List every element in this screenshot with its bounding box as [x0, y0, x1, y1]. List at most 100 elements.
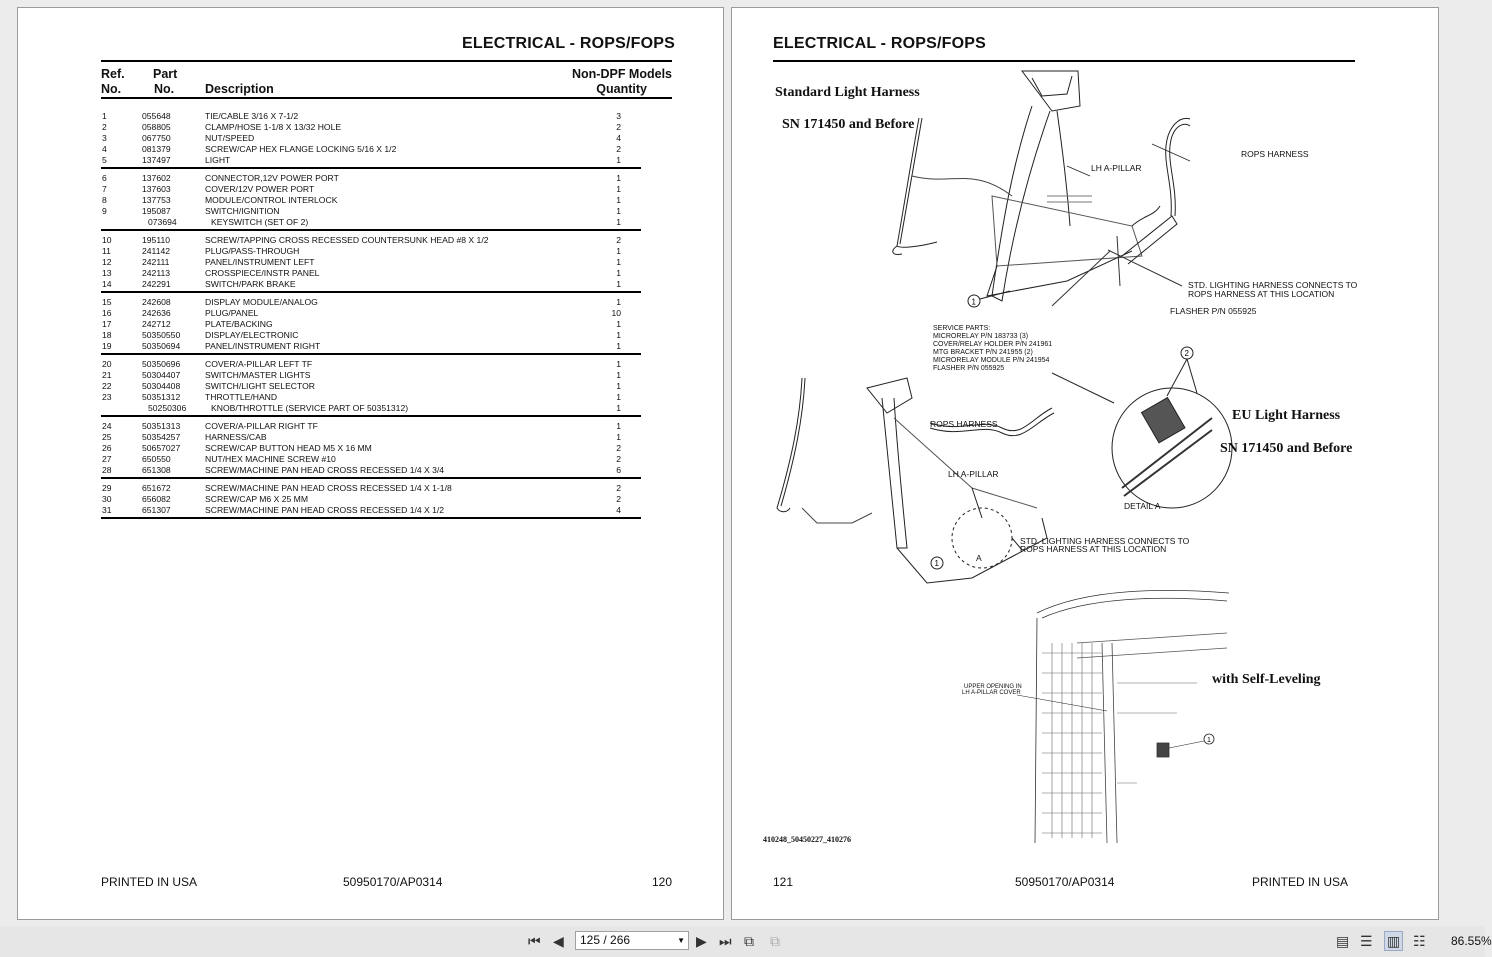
part-quantity: 1 [616, 392, 621, 402]
chevron-down-icon: ▼ [677, 936, 685, 945]
single-page-icon[interactable]: ▤ [1336, 933, 1350, 949]
part-description: PLUG/PANEL [205, 308, 259, 318]
part-number: 50304408 [142, 381, 181, 391]
part-number: 50351313 [142, 421, 181, 431]
part-number: 650550 [142, 454, 171, 464]
std-connects-callout-2-line1: STD. LIGHTING HARNESS CONNECTS TO [1020, 536, 1190, 546]
part-description: SCREW/CAP BUTTON HEAD M5 X 16 MM [205, 443, 372, 453]
part-number: 242291 [142, 279, 171, 289]
part-quantity: 4 [616, 505, 621, 515]
part-quantity: 1 [616, 155, 621, 165]
detail-a-label: DETAIL A [1124, 501, 1161, 511]
part-quantity: 1 [616, 217, 621, 227]
ref-number: 12 [102, 257, 112, 267]
zoom-level[interactable]: 86.55% [1451, 934, 1492, 948]
part-description: THROTTLE/HAND [205, 392, 278, 402]
rops-harness-callout-2: ROPS HARNESS [930, 419, 998, 429]
part-number: 137753 [142, 195, 171, 205]
go-forward-view-icon[interactable]: ⧉ [770, 933, 780, 949]
last-page-icon[interactable]: ⏭ [719, 933, 732, 949]
part-number: 195087 [142, 206, 171, 216]
part-description: NUT/HEX MACHINE SCREW #10 [205, 454, 336, 464]
part-quantity: 1 [616, 184, 621, 194]
part-quantity: 2 [616, 443, 621, 453]
ref-number: 26 [102, 443, 112, 453]
detail-a-marker: A [976, 553, 982, 563]
part-quantity: 6 [616, 465, 621, 475]
part-description: SWITCH/MASTER LIGHTS [205, 370, 311, 380]
next-page-icon[interactable]: ▶ [696, 933, 707, 949]
part-number: 242608 [142, 297, 171, 307]
part-number: 081379 [142, 144, 171, 154]
part-quantity: 1 [616, 330, 621, 340]
std-connects-callout-line2: ROPS HARNESS AT THIS LOCATION [1188, 289, 1335, 299]
part-number: 137603 [142, 184, 171, 194]
part-number: 073694 [148, 217, 177, 227]
ref-number: 27 [102, 454, 112, 464]
ref-number: 29 [102, 483, 112, 493]
service-parts-block: SERVICE PARTS: MICRORELAY P/N 183733 (3)… [933, 325, 1052, 373]
lh-a-pillar-callout: LH A-PILLAR [1091, 163, 1142, 173]
part-quantity: 2 [616, 483, 621, 493]
part-number: 651307 [142, 505, 171, 515]
ref-number: 9 [102, 206, 107, 216]
part-quantity: 1 [616, 432, 621, 442]
part-quantity: 1 [616, 206, 621, 216]
header-rule [101, 97, 672, 99]
ref-number: 31 [102, 505, 112, 515]
part-description: PLUG/PASS-THROUGH [205, 246, 300, 256]
page-selector[interactable]: 125 / 266 ▼ [575, 931, 689, 950]
service-parts-line: COVER/RELAY HOLDER P/N 241961 [933, 341, 1053, 348]
ref-number: 24 [102, 421, 112, 431]
part-number: 242113 [142, 268, 171, 278]
part-quantity: 2 [616, 494, 621, 504]
ref-number: 5 [102, 155, 107, 165]
part-description: COVER/A-PILLAR LEFT TF [205, 359, 313, 369]
footer-doc-number: 50950170/AP0314 [343, 875, 443, 889]
part-number: 137602 [142, 173, 171, 183]
part-description: PANEL/INSTRUMENT RIGHT [205, 341, 321, 351]
page-title: ELECTRICAL - ROPS/FOPS [462, 35, 676, 52]
continuous-page-icon[interactable]: ☰ [1360, 933, 1373, 949]
footer-doc-number: 50950170/AP0314 [1015, 875, 1115, 889]
continuous-facing-icon[interactable]: ☷ [1413, 933, 1426, 949]
upper-opening-callout-line1: UPPER OPENING IN [964, 684, 1022, 690]
part-quantity: 4 [616, 133, 621, 143]
first-page-icon[interactable]: ⏮ [528, 933, 541, 949]
part-quantity: 1 [616, 403, 621, 413]
go-back-view-icon[interactable]: ⧉ [744, 933, 754, 949]
service-parts-line: FLASHER P/N 055925 [933, 365, 1005, 372]
part-description: SCREW/CAP M6 X 25 MM [205, 494, 308, 504]
part-quantity: 1 [616, 319, 621, 329]
part-number: 195110 [142, 235, 171, 245]
footer-page-number: 120 [652, 875, 673, 889]
ref-number: 19 [102, 341, 112, 351]
facing-pages-icon[interactable]: ▥ [1384, 931, 1404, 951]
ref-number: 14 [102, 279, 112, 289]
standard-harness-sn-label: SN 171450 and Before [782, 117, 915, 132]
ref-number: 10 [102, 235, 112, 245]
page-title: ELECTRICAL - ROPS/FOPS [773, 35, 987, 52]
part-description: SWITCH/IGNITION [205, 206, 280, 216]
previous-page-icon[interactable]: ◀ [553, 933, 564, 949]
part-quantity: 2 [616, 144, 621, 154]
part-number: 656082 [142, 494, 171, 504]
part-description: COVER/12V POWER PORT [205, 184, 315, 194]
ref-number: 2 [102, 122, 107, 132]
ref-number: 22 [102, 381, 112, 391]
part-description: CLAMP/HOSE 1-1/8 X 13/32 HOLE [205, 122, 342, 132]
